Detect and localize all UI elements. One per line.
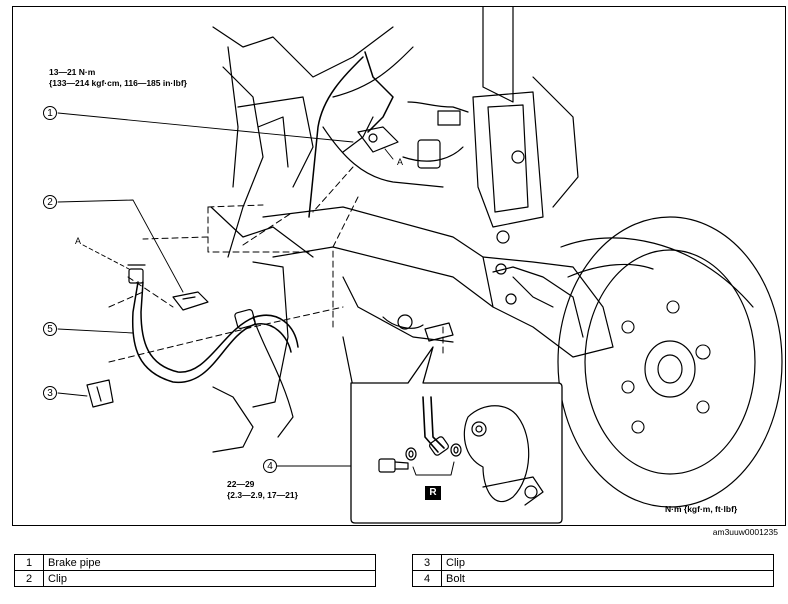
torque-spec-bolt-conversions: {2.3—2.9, 17—21} <box>227 490 298 500</box>
legend-row: 2 Clip <box>14 570 376 587</box>
callout-4: 4 <box>263 459 277 473</box>
torque-spec-bolt-nm: 22—29 <box>227 479 255 489</box>
legend-table-left: 1 Brake pipe 2 Clip <box>14 554 376 587</box>
legend-row: 1 Brake pipe <box>14 554 376 571</box>
detail-mark-a-top: A <box>397 157 404 167</box>
legend-number: 3 <box>412 554 442 571</box>
legend-label: Clip <box>441 554 774 571</box>
diagram-artwork <box>57 7 783 524</box>
legend-row: 4 Bolt <box>412 570 774 587</box>
exploded-diagram: 13—21 N·m {133—214 kgf·cm, 116—185 in·lb… <box>12 6 786 526</box>
legend-table-right: 3 Clip 4 Bolt <box>412 554 774 587</box>
legend-number: 4 <box>412 570 442 587</box>
callout-1: 1 <box>43 106 57 120</box>
callout-5: 5 <box>43 322 57 336</box>
legend-number: 2 <box>14 570 44 587</box>
callout-2: 2 <box>43 195 57 209</box>
detail-mark-a-left: A <box>75 236 82 246</box>
replace-part-mark: R <box>425 486 441 500</box>
legend-label: Bolt <box>441 570 774 587</box>
legend-label: Brake pipe <box>43 554 376 571</box>
torque-spec-top-nm: 13—21 N·m <box>49 67 96 77</box>
callout-3: 3 <box>43 386 57 400</box>
legend-number: 1 <box>14 554 44 571</box>
torque-spec-top-conversions: {133—214 kgf·cm, 116—185 in·lbf} <box>49 78 187 88</box>
figure-id: am3uuw0001235 <box>712 527 778 537</box>
units-label: N·m {kgf·m, ft·lbf} <box>665 504 738 514</box>
legend-label: Clip <box>43 570 376 587</box>
legend-row: 3 Clip <box>412 554 774 571</box>
